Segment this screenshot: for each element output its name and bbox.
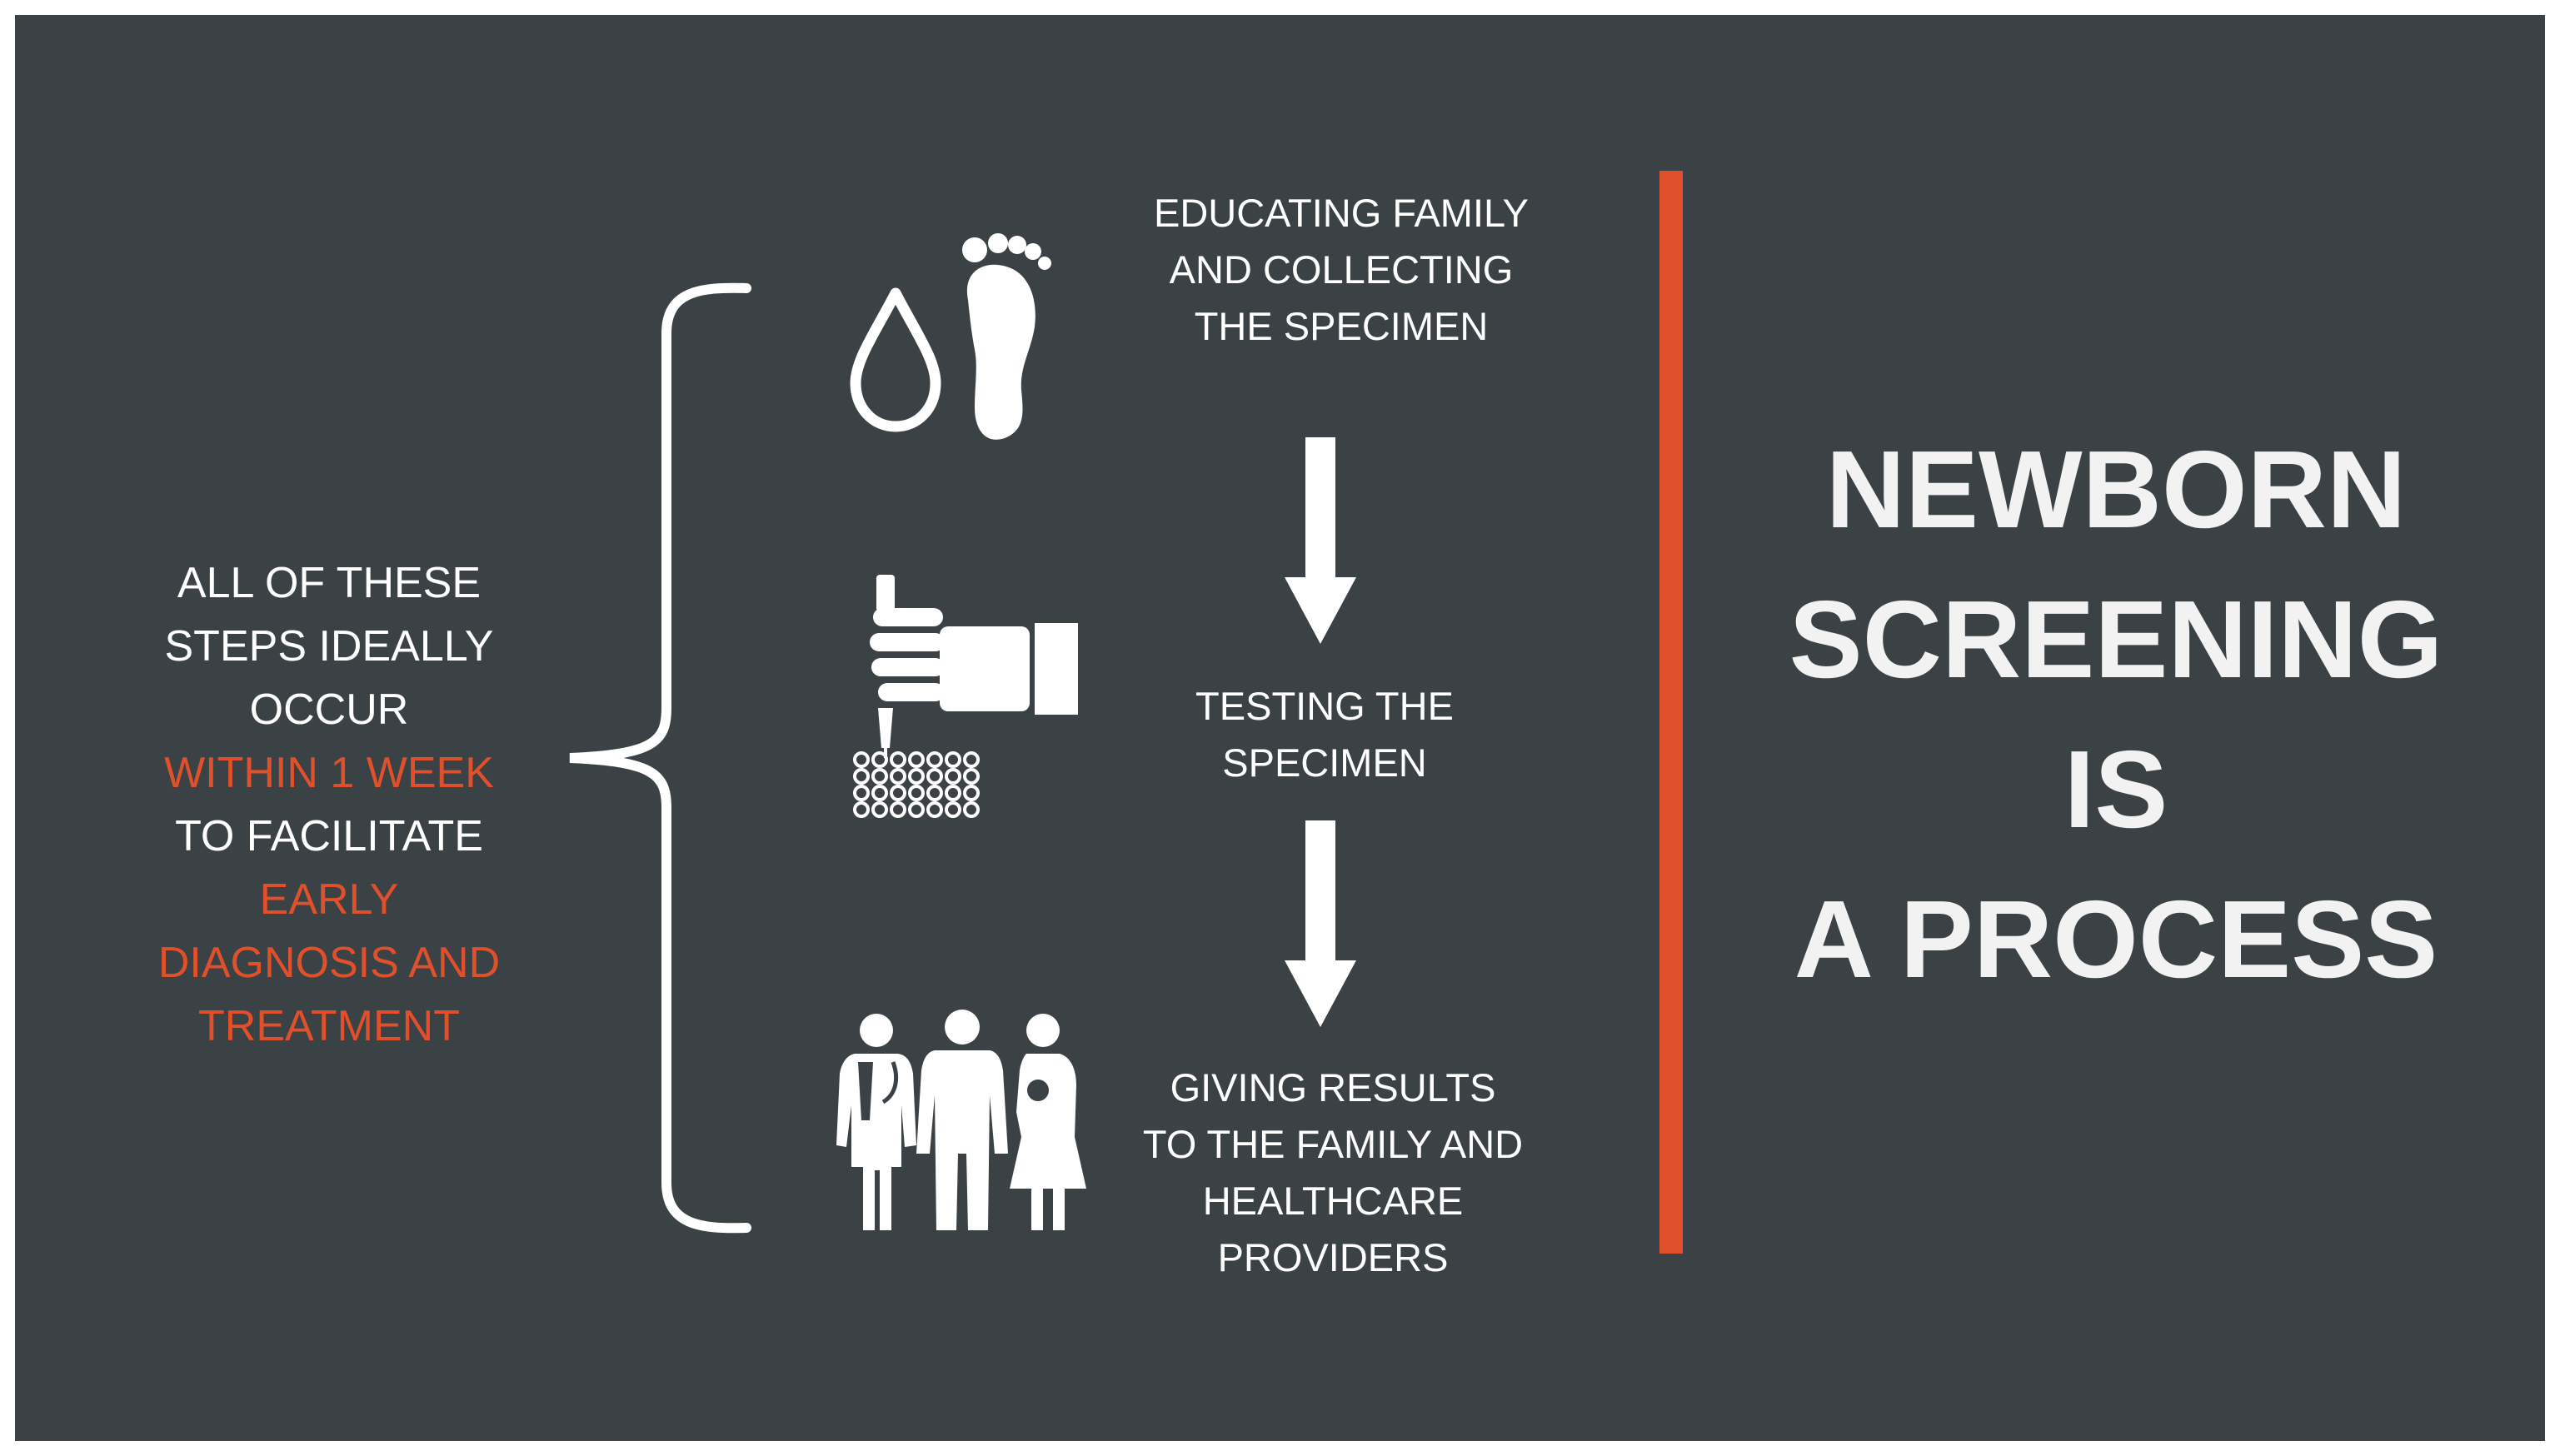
- doctor-icon: [836, 1014, 916, 1230]
- timing-note-highlight: TREATMENT: [198, 1002, 460, 1050]
- step-text-line: TESTING THE: [1195, 684, 1454, 728]
- step-text-line: PROVIDERS: [1217, 1235, 1449, 1279]
- title-line: A PROCESS: [1794, 878, 2438, 1000]
- timing-note-highlight: WITHIN 1 WEEK: [164, 749, 494, 797]
- blood-drop-icon: [850, 287, 941, 432]
- step-text-line: SPECIMEN: [1222, 740, 1427, 785]
- step-text-line: AND COLLECTING: [1169, 247, 1514, 292]
- step-giving-results: GIVING RESULTS TO THE FAMILY AND HEALTHC…: [1100, 1060, 1566, 1286]
- infographic-panel: [15, 15, 2545, 1441]
- curly-brace: [569, 282, 751, 1234]
- sample-plate-icon: [853, 751, 980, 818]
- doctor-and-family-icon: [836, 1010, 1086, 1230]
- vertical-divider: [1659, 171, 1683, 1254]
- page-title: NEWBORN SCREENING IS A PROCESS: [1741, 415, 2491, 1015]
- timing-note: ALL OF THESE STEPS IDEALLY OCCUR WITHIN …: [125, 551, 533, 1058]
- step-testing-specimen: TESTING THE SPECIMEN: [1166, 678, 1483, 791]
- timing-note-highlight: DIAGNOSIS AND: [157, 939, 501, 987]
- foot-icon: [962, 233, 1051, 440]
- timing-note-line: STEPS IDEALLY: [164, 622, 494, 671]
- mother-with-baby-icon: [1010, 1014, 1086, 1230]
- down-arrow-icon: [1285, 437, 1356, 644]
- title-line: SCREENING: [1789, 578, 2443, 701]
- timing-note-highlight: EARLY: [259, 875, 399, 924]
- hand-pipette-sample-plate-icon: [853, 575, 1078, 818]
- down-arrow-icon: [1285, 820, 1356, 1027]
- father-icon: [916, 1010, 1008, 1230]
- hand-pipette-icon: [870, 575, 1078, 758]
- step-text-line: THE SPECIMEN: [1194, 304, 1489, 348]
- blood-drop-and-foot-icon: [850, 233, 1051, 440]
- step-text-line: HEALTHCARE: [1202, 1179, 1464, 1223]
- title-line: IS: [2063, 728, 2168, 850]
- step-text-line: EDUCATING FAMILY: [1153, 191, 1530, 235]
- step-educating-family: EDUCATING FAMILY AND COLLECTING THE SPEC…: [1108, 185, 1574, 355]
- timing-note-line: OCCUR: [249, 686, 409, 734]
- step-text-line: TO THE FAMILY AND: [1142, 1122, 1524, 1166]
- step-text-line: GIVING RESULTS: [1170, 1065, 1496, 1109]
- timing-note-line: TO FACILITATE: [175, 812, 483, 860]
- title-line: NEWBORN: [1825, 428, 2407, 551]
- timing-note-line: ALL OF THESE: [177, 559, 482, 607]
